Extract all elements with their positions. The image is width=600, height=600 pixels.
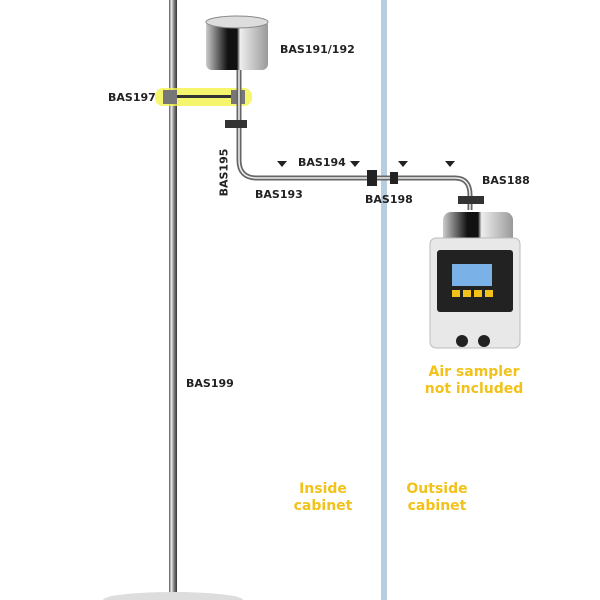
connector	[367, 170, 377, 186]
sampler-note: Air sampler not included	[414, 364, 534, 398]
label-clamp: BAS197	[108, 91, 156, 104]
label-pole: BAS199	[186, 377, 234, 390]
clamp-left	[163, 90, 177, 104]
valve-handles	[277, 161, 455, 167]
sampler-note-line1: Air sampler	[428, 364, 520, 380]
canister	[206, 20, 268, 70]
label-vertical-tube: BAS195	[217, 148, 231, 197]
pole	[169, 0, 177, 600]
label-sampler-elbow: BAS188	[482, 174, 530, 187]
inside-line1: Inside	[299, 481, 347, 497]
air-sampler	[429, 212, 521, 349]
clamp-bar	[165, 95, 245, 98]
pole-base	[103, 592, 243, 600]
outside-line2: cabinet	[407, 498, 467, 514]
outside-line1: Outside	[406, 481, 468, 497]
label-connector: BAS198	[365, 193, 413, 206]
label-canister: BAS191/192	[280, 43, 355, 56]
inside-cabinet-label: Inside cabinet	[273, 481, 373, 515]
valve	[225, 120, 247, 128]
cabinet-wall	[381, 0, 387, 600]
inside-line2: cabinet	[293, 498, 353, 514]
label-valve: BAS194	[298, 156, 346, 169]
outside-cabinet-label: Outside cabinet	[387, 481, 487, 515]
label-elbow: BAS193	[255, 188, 303, 201]
sampler-note-line2: not included	[424, 381, 524, 397]
